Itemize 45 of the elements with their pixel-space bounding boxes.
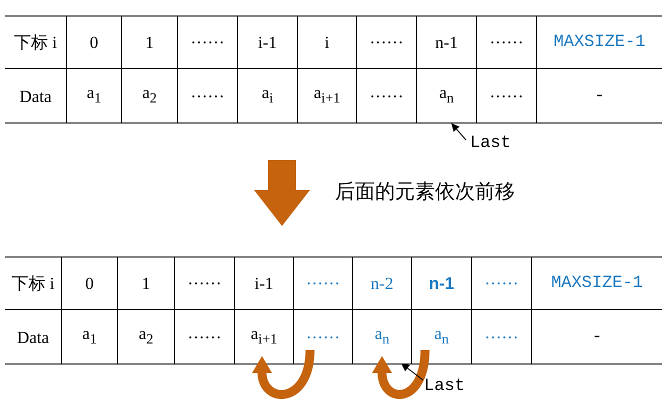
annotation-text: 后面的元素依次前移 xyxy=(335,178,515,205)
table-cell: ······ xyxy=(357,69,417,123)
table-cell: ······ xyxy=(472,310,532,364)
table-cell: a$_{2}$ xyxy=(118,310,175,364)
table-cell: Data xyxy=(5,310,62,364)
table-cell: a$_{1}$ xyxy=(62,310,118,364)
table-cell: a$_{n}$ xyxy=(412,310,472,364)
table-cell: 0 xyxy=(62,257,118,310)
table-cell: i-1 xyxy=(235,257,294,310)
table-cell: MAXSIZE-1 xyxy=(532,257,662,310)
table-cell: a$_{i+1}$ xyxy=(298,69,357,123)
table-cell: ······ xyxy=(178,69,238,123)
table-cell: MAXSIZE-1 xyxy=(537,16,662,69)
table-cell: n-2 xyxy=(353,257,412,310)
table-cell-text: - xyxy=(593,86,606,108)
table-cell: n-1 xyxy=(412,257,472,310)
table-cell: a$_{n}$ xyxy=(353,310,412,364)
table-cell: 下标 i xyxy=(5,257,62,310)
table-cell: a$_{n}$ xyxy=(417,69,477,123)
table-cell: ······ xyxy=(357,16,417,69)
table-cell: ······ xyxy=(472,257,532,310)
pointer-label: Last xyxy=(470,134,511,153)
table-cell-text: - xyxy=(590,326,604,348)
table-cell: n-1 xyxy=(417,16,477,69)
table-cell: 下标 i xyxy=(5,16,67,69)
table-cell: ······ xyxy=(294,257,353,310)
table-cell: ······ xyxy=(175,310,235,364)
table-cell: a$_{i+1}$ xyxy=(235,310,294,364)
table-cell: ······ xyxy=(178,16,238,69)
table-cell: ······ xyxy=(294,310,353,364)
pointer-label: Last xyxy=(424,377,465,396)
table-cell: 1 xyxy=(122,16,178,69)
table-cell: ······ xyxy=(477,69,537,123)
table-cell: a$_{2}$ xyxy=(122,69,178,123)
leader-line xyxy=(451,123,466,140)
table-cell: 1 xyxy=(118,257,175,310)
leader-line xyxy=(401,363,424,380)
table-cell: a$_{i}$ xyxy=(238,69,298,123)
table-cell: ······ xyxy=(175,257,235,310)
table-cell: i-1 xyxy=(238,16,298,69)
table-cell: i xyxy=(298,16,357,69)
table-cell: a$_{1}$ xyxy=(67,69,122,123)
table-cell: ······ xyxy=(477,16,537,69)
table-cell: 0 xyxy=(67,16,122,69)
table-cell: Data xyxy=(5,69,67,123)
